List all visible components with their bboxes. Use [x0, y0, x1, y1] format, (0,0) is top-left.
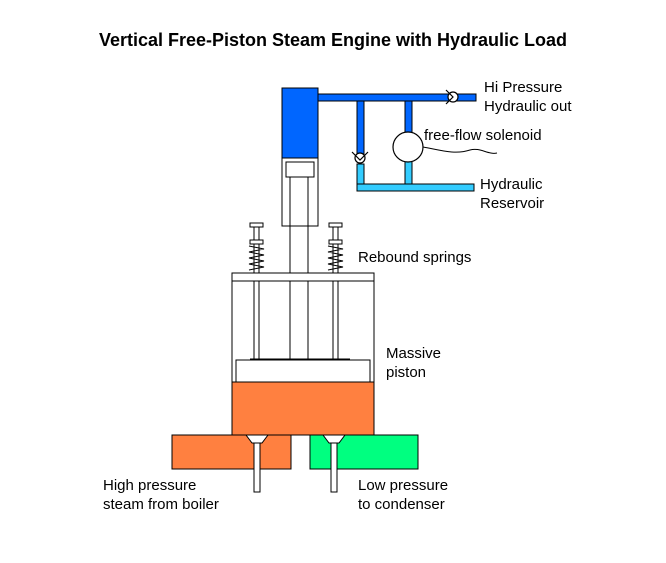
steam-cylinder-head — [231, 272, 375, 282]
inlet-valve-head — [245, 434, 269, 444]
spring-guide-right — [327, 222, 344, 360]
hp-out-label-line1: Hi Pressure — [484, 79, 563, 96]
steam-chamber — [231, 381, 375, 436]
steam-inlet-block — [171, 434, 292, 470]
reservoir-check-seat — [351, 151, 369, 161]
reservoir-pipe-main — [356, 183, 475, 192]
spring-guide-left — [248, 222, 265, 360]
diagram-title: Vertical Free-Piston Steam Engine with H… — [98, 30, 568, 50]
solenoid-label: free-flow solenoid — [424, 127, 542, 144]
outlet-valve — [322, 434, 346, 493]
hydraulic-ram-head — [285, 161, 315, 178]
hydraulic-cylinder-fluid — [281, 87, 319, 159]
solenoid-valve-icon — [392, 131, 424, 163]
spring-left-coil — [248, 245, 265, 271]
spring-guide-right-cap — [328, 222, 343, 228]
outlet-valve-stem — [330, 442, 338, 493]
hp-check-valve — [445, 89, 459, 105]
hp-check-seat — [445, 89, 454, 105]
hp-pipe-out — [455, 93, 477, 102]
spring-guide-left-cap — [249, 222, 264, 228]
reservoir-label-line1: Hydraulic — [480, 176, 543, 193]
massive-piston-upper — [235, 359, 371, 383]
piston-label-line1: Massive — [386, 345, 442, 362]
outlet-valve-head — [322, 434, 346, 444]
hp-pipe-checkvalve-branch — [356, 100, 365, 157]
hp-out-label-line2: Hydraulic out — [484, 98, 572, 115]
solenoid-wire — [422, 146, 498, 154]
hp-pipe-solenoid-branch — [404, 100, 413, 134]
spring-guide-left-washer — [249, 239, 264, 245]
reservoir-pipes — [356, 160, 475, 192]
spring-right-coil — [327, 245, 344, 271]
spring-guide-right-washer — [328, 239, 343, 245]
inlet-valve — [245, 434, 269, 493]
reservoir-check-ball — [354, 152, 366, 164]
steam-in-label-line2: steam from boiler — [103, 496, 219, 513]
piston-label-line2: piston — [386, 364, 427, 381]
steam-out-label-line2: to condenser — [358, 496, 445, 513]
springs-label: Rebound springs — [358, 249, 472, 266]
reservoir-label-line2: Reservoir — [480, 195, 545, 212]
reservoir-check-valve — [351, 151, 369, 164]
steam-out-label-line1: Low pressure — [358, 477, 449, 494]
steam-in-label-line1: High pressure — [103, 477, 197, 494]
hp-pipe-main — [317, 93, 452, 102]
inlet-valve-stem — [253, 442, 261, 493]
